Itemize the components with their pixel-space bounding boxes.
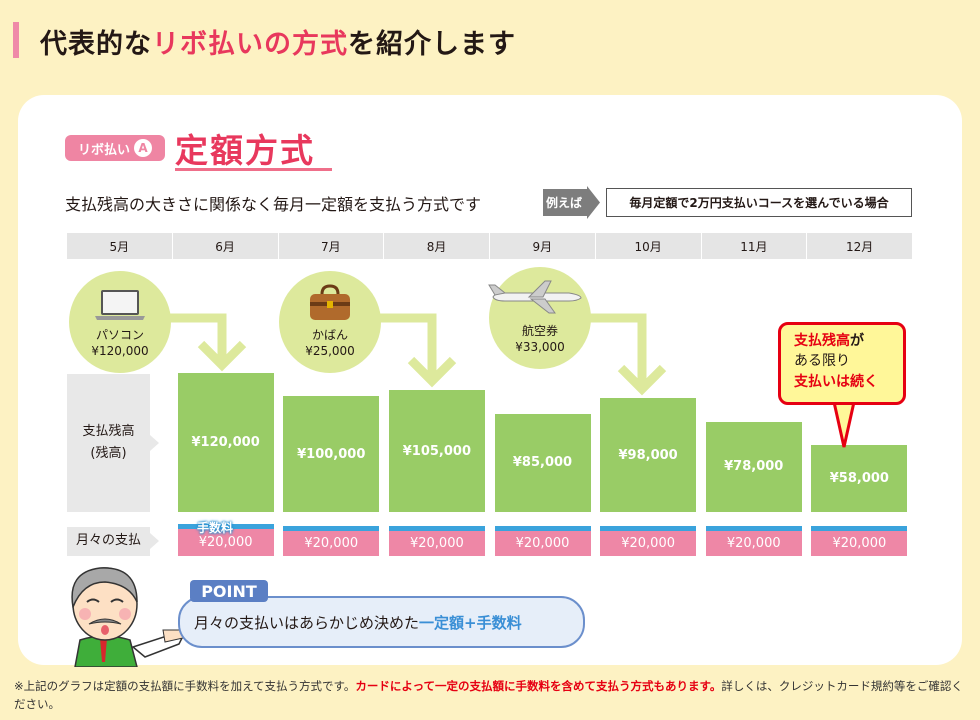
balance-label-line1: 支払残高	[82, 423, 135, 439]
balance-bar: ¥105,000	[388, 390, 485, 512]
airplane-icon	[485, 279, 585, 319]
payment-bar: ¥20,000	[494, 526, 591, 556]
payment-bar: ¥20,000	[283, 526, 380, 556]
point-bubble: 月々の支払いはあらかじめ決めた一定額+手数料	[178, 596, 585, 648]
balance-bar: ¥120,000	[177, 373, 274, 512]
callout-line3: 支払いは続く	[794, 373, 878, 390]
month-cell: 12月	[806, 233, 912, 259]
month-cell: 8月	[383, 233, 489, 259]
month-cell: 6月	[171, 233, 278, 259]
month-cell: 10月	[594, 233, 701, 259]
balance-bar: ¥85,000	[494, 413, 591, 512]
payment-bar: ¥20,000	[177, 524, 274, 556]
payment-bar: ¥20,000	[705, 526, 802, 556]
title-post: を紹介します	[348, 29, 516, 60]
balance-bar: ¥78,000	[705, 421, 802, 512]
title-pre: 代表的な	[40, 29, 152, 60]
bag-icon	[307, 284, 353, 326]
point-text: 月々の支払いはあらかじめ決めた	[194, 613, 420, 632]
point-highlight: 一定額+手数料	[419, 613, 522, 632]
point-tag: POINT	[190, 580, 268, 602]
footnote: ※上記のグラフは定額の支払額に手数料を加えて支払う方式です。カードによって一定の…	[14, 677, 969, 713]
method-description: 支払残高の大きさに関係なく毎月一定額を支払う方式です	[65, 195, 482, 214]
balance-row-label: 支払残高 (残高)	[67, 374, 150, 512]
title-highlight: リボ払いの方式	[152, 29, 348, 60]
footnote-part3: 詳しくは、クレジットカード規約等をご確認ください。	[14, 679, 963, 711]
badge-label: リボ払い	[77, 142, 130, 158]
month-cell: 9月	[489, 233, 595, 259]
method-underline	[175, 168, 332, 171]
purchase-circle: かばん¥25,000	[279, 271, 381, 373]
payment-bar: ¥20,000	[600, 526, 697, 556]
purchase-item: 航空券	[521, 323, 558, 338]
callout-line1-rest: が	[850, 333, 864, 349]
callout-line2: ある限り	[794, 353, 850, 370]
label-pointer-icon	[150, 435, 159, 451]
payment-bar: ¥20,000	[811, 526, 908, 556]
arrow-right-icon	[543, 186, 600, 219]
footnote-part1: ※上記のグラフは定額の支払額に手数料を加えて支払う方式です。	[14, 679, 356, 693]
laptop-icon	[93, 288, 147, 326]
title-accent-bar	[13, 22, 19, 58]
purchase-price: ¥120,000	[91, 343, 149, 358]
footnote-part2: カードによって一定の支払額に手数料を含めて支払う方式もあります。	[355, 679, 722, 693]
fee-label: 手数料	[197, 521, 234, 535]
month-cell: 7月	[277, 233, 384, 259]
method-title: 定額方式	[175, 131, 315, 170]
purchase-item: パソコン	[95, 327, 144, 342]
purchase-price: ¥25,000	[305, 343, 355, 358]
callout-tail	[832, 400, 856, 448]
callout-line1-red: 支払残高	[794, 333, 850, 349]
month-cell: 5月	[109, 239, 130, 254]
month-cell: 11月	[700, 233, 807, 259]
advisor-character-icon	[71, 567, 186, 667]
balance-label-line2: (残高)	[90, 446, 127, 461]
payment-bar: ¥20,000	[388, 526, 485, 556]
purchase-circle: パソコン¥120,000	[69, 271, 171, 373]
badge-letter: A	[134, 139, 152, 157]
purchase-circle: 航空券¥33,000	[488, 267, 591, 369]
example-label: 例えば	[546, 196, 583, 210]
balance-bar: ¥100,000	[283, 396, 380, 512]
callout-box: 支払残高が ある限り 支払いは続く	[778, 322, 906, 405]
page-title: 代表的なリボ払いの方式を紹介します	[40, 22, 516, 61]
label-pointer-icon	[150, 533, 159, 549]
purchase-item: かばん	[311, 327, 348, 342]
monthly-payment-label: 月々の支払	[67, 527, 150, 556]
balance-bar: ¥98,000	[600, 398, 697, 512]
example-box: 毎月定額で2万円支払いコースを選んでいる場合	[606, 188, 912, 217]
purchase-price: ¥33,000	[515, 339, 565, 354]
balance-bar: ¥58,000	[811, 444, 908, 512]
